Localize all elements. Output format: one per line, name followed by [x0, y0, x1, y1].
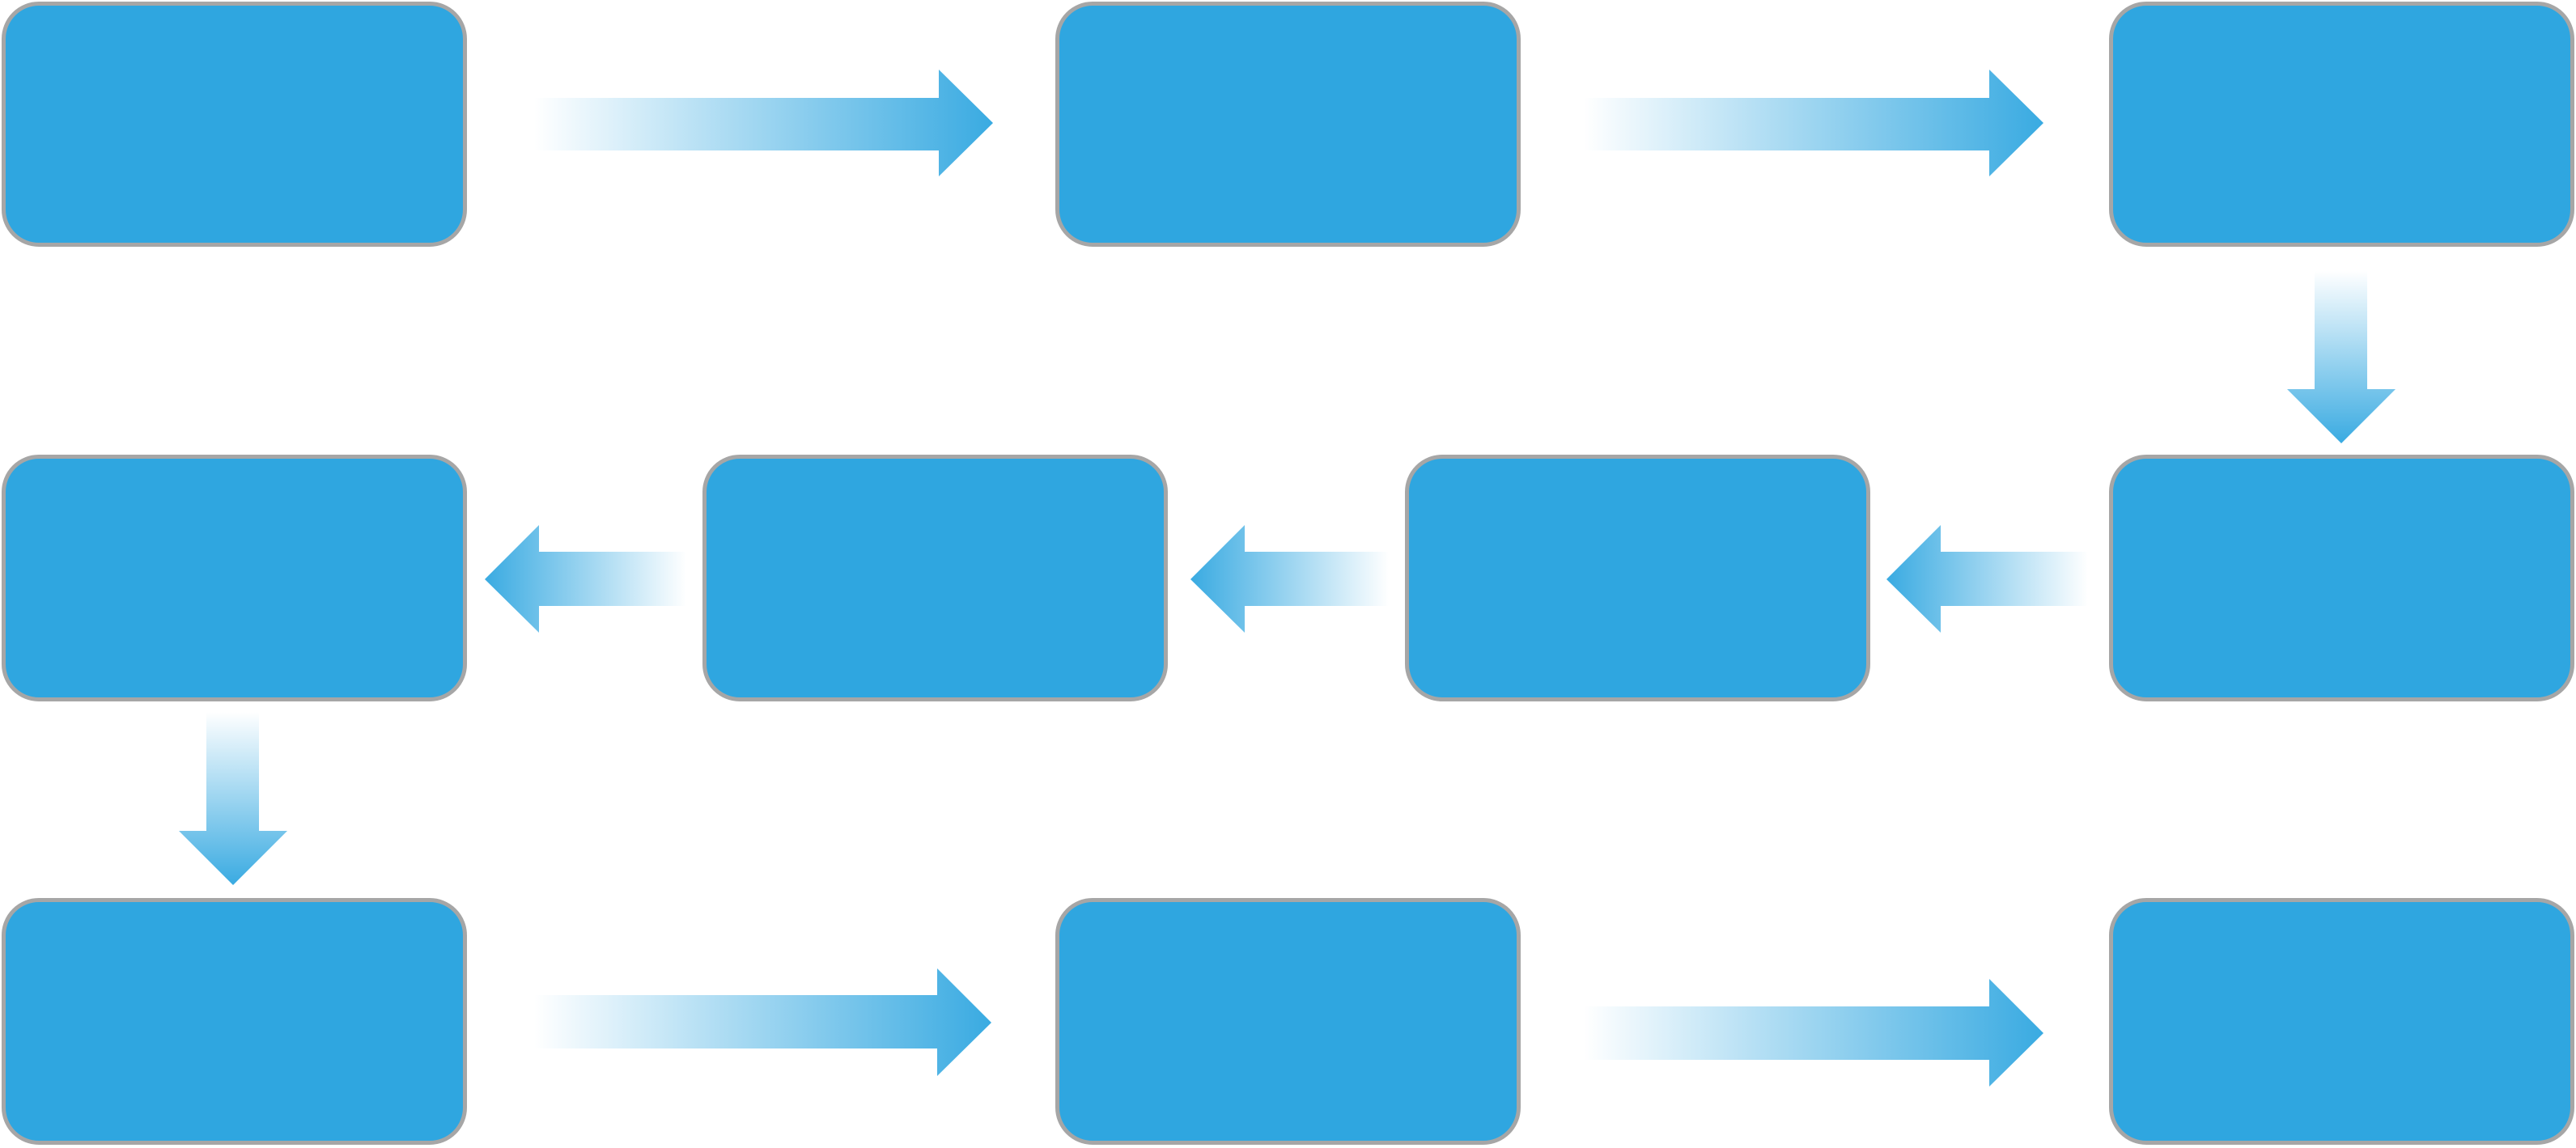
arrow-right-3 — [534, 968, 991, 1076]
process-box-5 — [1405, 455, 1870, 701]
process-box-10 — [2109, 898, 2574, 1145]
process-box-7 — [2, 455, 467, 701]
process-box-9 — [1055, 898, 1521, 1145]
process-box-6 — [702, 455, 1168, 701]
process-box-1 — [2, 2, 467, 247]
process-box-3 — [2109, 2, 2574, 247]
arrow-right-2 — [1584, 70, 2043, 176]
arrow-left-1 — [1886, 525, 2088, 633]
process-box-8 — [2, 898, 467, 1145]
arrow-down-2 — [179, 712, 287, 885]
arrow-right-4 — [1584, 979, 2043, 1087]
arrow-right-1 — [534, 70, 993, 176]
arrow-down-1 — [2287, 271, 2396, 443]
process-box-2 — [1055, 2, 1521, 247]
arrow-left-3 — [485, 525, 686, 633]
arrow-left-2 — [1190, 525, 1389, 633]
process-box-4 — [2109, 455, 2574, 701]
